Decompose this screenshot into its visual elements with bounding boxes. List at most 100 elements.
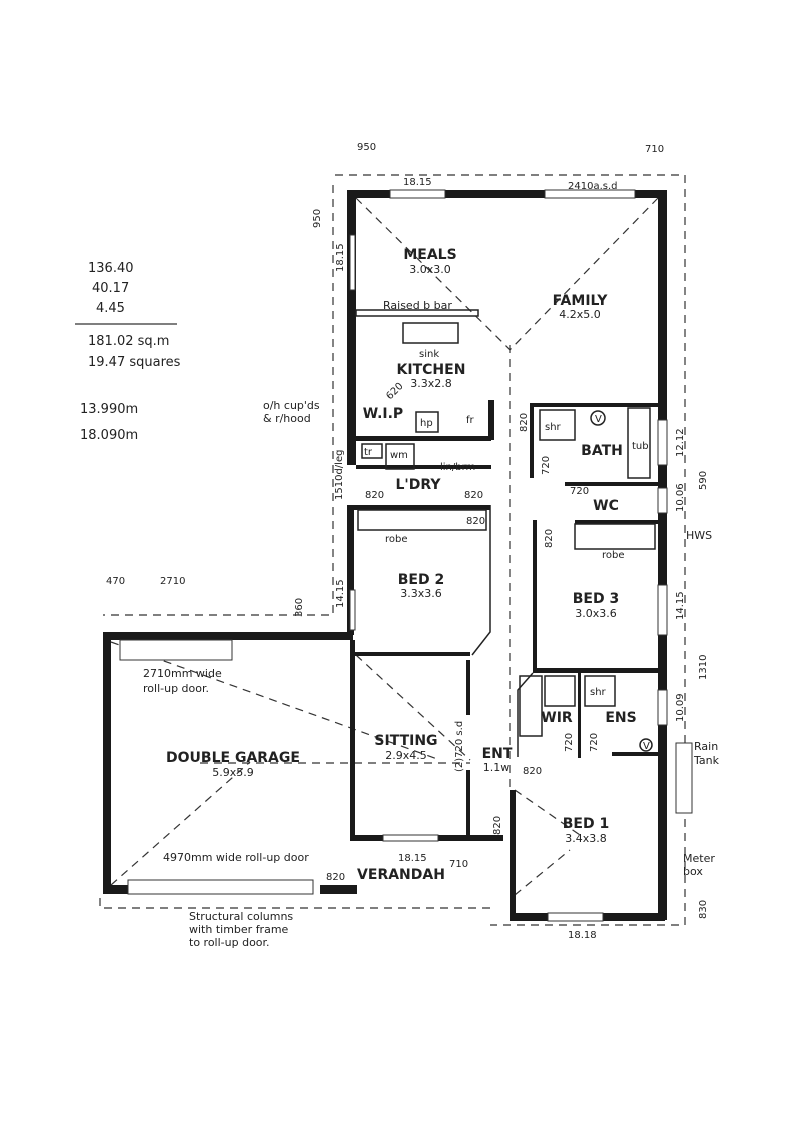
tub-label: tub bbox=[632, 441, 649, 452]
area-summary: 136.40 40.17 4.45 181.02 sq.m 19.47 squa… bbox=[75, 261, 181, 443]
note-side-door-1: 2710mm wide bbox=[143, 667, 222, 680]
dim-ens-window: 10.09 bbox=[675, 693, 686, 722]
room-wc: WC bbox=[593, 498, 619, 514]
dim-family-window: 2410a.s.d bbox=[568, 181, 618, 192]
dim-bath-window: 12.12 bbox=[675, 428, 686, 457]
room-bed2: BED 2 bbox=[398, 572, 444, 588]
linen-label: lin/brm bbox=[440, 462, 475, 473]
room-verandah: VERANDAH bbox=[357, 867, 445, 883]
washing-machine-label: wm bbox=[390, 450, 408, 461]
room-garage: DOUBLE GARAGE bbox=[166, 750, 300, 766]
room-wir: WIR bbox=[541, 710, 573, 726]
dim-590: 590 bbox=[698, 471, 709, 490]
door-bed3: 820 bbox=[544, 529, 555, 548]
room-sitting: SITTING bbox=[374, 733, 437, 749]
door-wir: 720 bbox=[564, 733, 575, 752]
dim-meals-window: 18.15 bbox=[403, 177, 432, 188]
fixtures bbox=[355, 309, 656, 752]
note-columns-1: Structural columns bbox=[189, 910, 293, 923]
note-cupboards-2: & r/hood bbox=[263, 412, 311, 425]
eaves-outline bbox=[99, 174, 686, 926]
room-wip: W.I.P bbox=[363, 406, 403, 422]
dim-meals-side-window: 18.15 bbox=[335, 243, 346, 272]
room-bed3: BED 3 bbox=[573, 591, 619, 607]
note-rain-tank-2: Tank bbox=[693, 754, 720, 767]
room-laundry: L'DRY bbox=[396, 477, 442, 493]
door-family: 820 bbox=[519, 413, 530, 432]
room-labels: MEALS 3.0x3.0 FAMILY 4.2x5.0 KITCHEN 3.3… bbox=[166, 247, 637, 883]
fixture-labels: Raised b bar sink hp fr tr wm lin/brm ro… bbox=[364, 299, 650, 752]
door-laundry-right: 820 bbox=[464, 490, 483, 501]
note-columns-2: with timber frame bbox=[189, 923, 289, 936]
house-width: 13.990m bbox=[80, 402, 138, 417]
dim-bed1-window: 18.18 bbox=[568, 930, 597, 941]
room-bath: BATH bbox=[581, 443, 623, 459]
note-meter-2: box bbox=[683, 865, 703, 878]
note-meter-1: Meter bbox=[683, 852, 715, 865]
hotplate-label: hp bbox=[420, 418, 433, 429]
total-squares: 19.47 squares bbox=[88, 355, 181, 370]
windows bbox=[119, 189, 693, 922]
door-bath: 720 bbox=[541, 456, 552, 475]
dim-sitting-window: 18.15 bbox=[398, 853, 427, 864]
room-kitchen-size: 3.3x2.8 bbox=[410, 377, 452, 390]
dim-1310: 1310 bbox=[698, 655, 709, 680]
vanity-bath-label: V bbox=[595, 414, 602, 425]
dim-950-side: 950 bbox=[312, 209, 323, 228]
area-line-1: 136.40 bbox=[88, 261, 134, 276]
dim-830: 830 bbox=[698, 900, 709, 919]
room-entry: ENT bbox=[482, 746, 513, 762]
door-entry: 820 bbox=[492, 816, 503, 835]
room-bed1: BED 1 bbox=[563, 816, 609, 832]
shower-ens-label: shr bbox=[590, 687, 607, 698]
room-family-size: 4.2x5.0 bbox=[559, 308, 601, 321]
shower-bath-label: shr bbox=[545, 422, 562, 433]
door-wc: 720 bbox=[570, 486, 589, 497]
note-columns-3: to roll-up door. bbox=[189, 936, 270, 949]
room-meals-size: 3.0x3.0 bbox=[409, 263, 451, 276]
dim-verandah-710: 710 bbox=[449, 859, 468, 870]
sink-label: sink bbox=[419, 349, 439, 360]
robe-bed3-label: robe bbox=[602, 550, 625, 561]
dim-garage-360: 360 bbox=[294, 598, 305, 617]
dim-bed2-side-window: 14.15 bbox=[335, 579, 346, 608]
note-side-door-2: roll-up door. bbox=[143, 682, 209, 695]
vanity-ens-label: V bbox=[643, 741, 650, 752]
room-garage-size: 5.9x5.9 bbox=[212, 766, 254, 779]
room-meals: MEALS bbox=[403, 247, 456, 263]
door-laundry-left: 820 bbox=[365, 490, 384, 501]
house-depth: 18.090m bbox=[80, 428, 138, 443]
trough-label: tr bbox=[364, 447, 373, 458]
dimension-labels: 950 710 18.15 2410a.s.d 950 18.15 620 15… bbox=[106, 142, 709, 941]
room-family: FAMILY bbox=[553, 293, 609, 309]
dim-bed3-window: 14.15 bbox=[675, 591, 686, 620]
note-front-door: 4970mm wide roll-up door bbox=[163, 851, 309, 864]
raised-bar-label: Raised b bar bbox=[383, 299, 452, 312]
dim-950-top: 950 bbox=[357, 142, 376, 153]
dim-710-top: 710 bbox=[645, 144, 664, 155]
room-bed2-size: 3.3x3.6 bbox=[400, 587, 442, 600]
dim-garage-2710: 2710 bbox=[160, 576, 185, 587]
door-ens: 720 bbox=[589, 733, 600, 752]
robe-bed2-label: robe bbox=[385, 534, 408, 545]
dim-laundry-window: 1510d/leg bbox=[334, 450, 345, 500]
note-cupboards-1: o/h cup'ds bbox=[263, 399, 320, 412]
dim-sliding-door: (2)720 s.d bbox=[454, 721, 465, 772]
note-hws: HWS bbox=[686, 529, 712, 542]
note-rain-tank-1: Rain bbox=[694, 740, 718, 753]
area-line-3: 4.45 bbox=[96, 301, 125, 316]
dim-garage-470: 470 bbox=[106, 576, 125, 587]
fridge-label: fr bbox=[466, 415, 475, 426]
dim-pantry-door: 620 bbox=[384, 381, 405, 402]
dim-wc-window: 10.06 bbox=[675, 483, 686, 512]
room-bed3-size: 3.0x3.6 bbox=[575, 607, 617, 620]
walls bbox=[103, 190, 667, 921]
door-bed1: 820 bbox=[523, 766, 542, 777]
total-sqm: 181.02 sq.m bbox=[88, 334, 169, 349]
area-line-2: 40.17 bbox=[92, 281, 129, 296]
door-garage: 820 bbox=[326, 872, 345, 883]
room-sitting-size: 2.9x4.5 bbox=[385, 749, 427, 762]
notes: o/h cup'ds & r/hood 2710mm wide roll-up … bbox=[143, 399, 720, 949]
room-kitchen: KITCHEN bbox=[397, 362, 466, 378]
